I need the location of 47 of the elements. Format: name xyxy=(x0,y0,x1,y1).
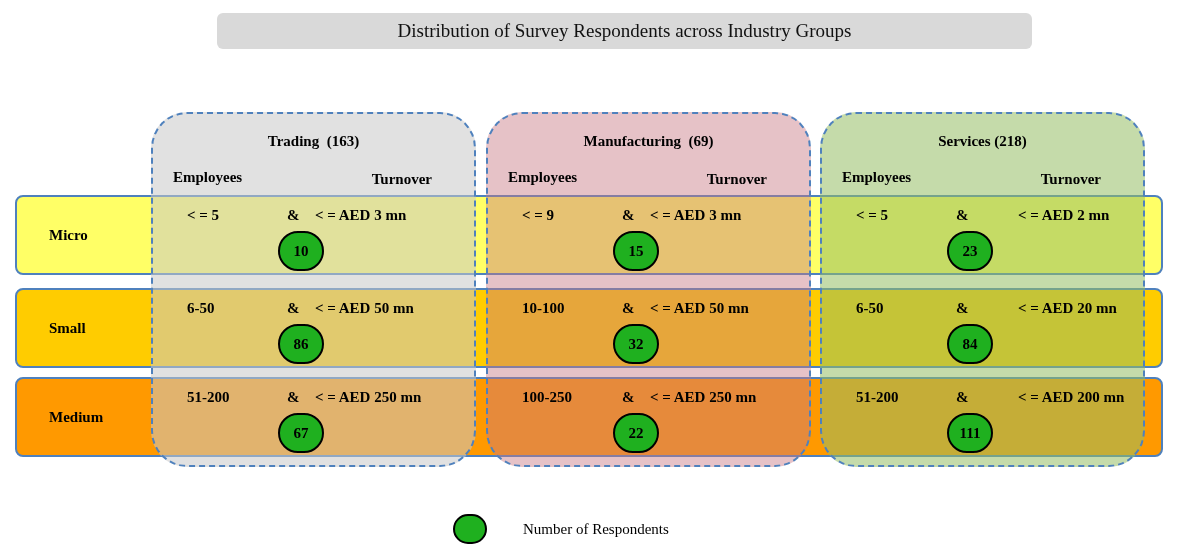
column-heading: Employees xyxy=(173,168,243,187)
ampersand: & xyxy=(287,206,300,225)
employee-range: 100-250 xyxy=(522,388,572,407)
turnover-range: < = AED 3 mn xyxy=(315,206,407,225)
employee-range: 6-50 xyxy=(187,299,215,318)
industry-group-band xyxy=(820,112,1145,467)
turnover-range: < = AED 2 mn xyxy=(1018,206,1110,225)
ampersand: & xyxy=(956,206,969,225)
ampersand: & xyxy=(622,206,635,225)
ampersand: & xyxy=(622,299,635,318)
ampersand: & xyxy=(956,388,969,407)
size-category-band xyxy=(15,288,1163,368)
industry-heading: Manufacturing (69) xyxy=(582,132,715,151)
industry-heading: Trading (163) xyxy=(266,132,361,151)
column-heading: Employees xyxy=(842,168,912,187)
turnover-range: < = AED 3 mn xyxy=(650,206,742,225)
turnover-range: < = AED 20 mn xyxy=(1018,299,1117,318)
ampersand: & xyxy=(622,388,635,407)
turnover-range: < = AED 50 mn xyxy=(315,299,414,318)
ampersand: & xyxy=(956,299,969,318)
turnover-range: < = AED 200 mn xyxy=(1018,388,1125,407)
industry-heading: Services (218) xyxy=(937,132,1028,151)
turnover-range: < = AED 50 mn xyxy=(650,299,749,318)
size-category-label: Medium xyxy=(49,407,104,427)
legend-text: Number of Respondents xyxy=(523,519,669,539)
employee-range: < = 9 xyxy=(522,206,555,225)
turnover-range: < = AED 250 mn xyxy=(650,388,757,407)
employee-range: 51-200 xyxy=(856,388,899,407)
employee-range: 6-50 xyxy=(856,299,884,318)
industry-group-band xyxy=(151,112,476,467)
column-heading: Turnover xyxy=(706,170,767,189)
size-category-label: Micro xyxy=(49,225,88,245)
size-category-label: Small xyxy=(49,318,86,338)
size-category-band xyxy=(15,377,1163,457)
employee-range: 51-200 xyxy=(187,388,230,407)
turnover-range: < = AED 250 mn xyxy=(315,388,422,407)
title-banner: Distribution of Survey Respondents across Industry Groups xyxy=(217,13,1032,49)
ampersand: & xyxy=(287,299,300,318)
industry-group-band xyxy=(486,112,811,467)
employee-range: < = 5 xyxy=(187,206,220,225)
column-heading: Turnover xyxy=(371,170,432,189)
employee-range: < = 5 xyxy=(856,206,889,225)
column-heading: Turnover xyxy=(1040,170,1101,189)
column-heading: Employees xyxy=(508,168,578,187)
ampersand: & xyxy=(287,388,300,407)
size-category-band xyxy=(15,195,1163,275)
employee-range: 10-100 xyxy=(522,299,565,318)
